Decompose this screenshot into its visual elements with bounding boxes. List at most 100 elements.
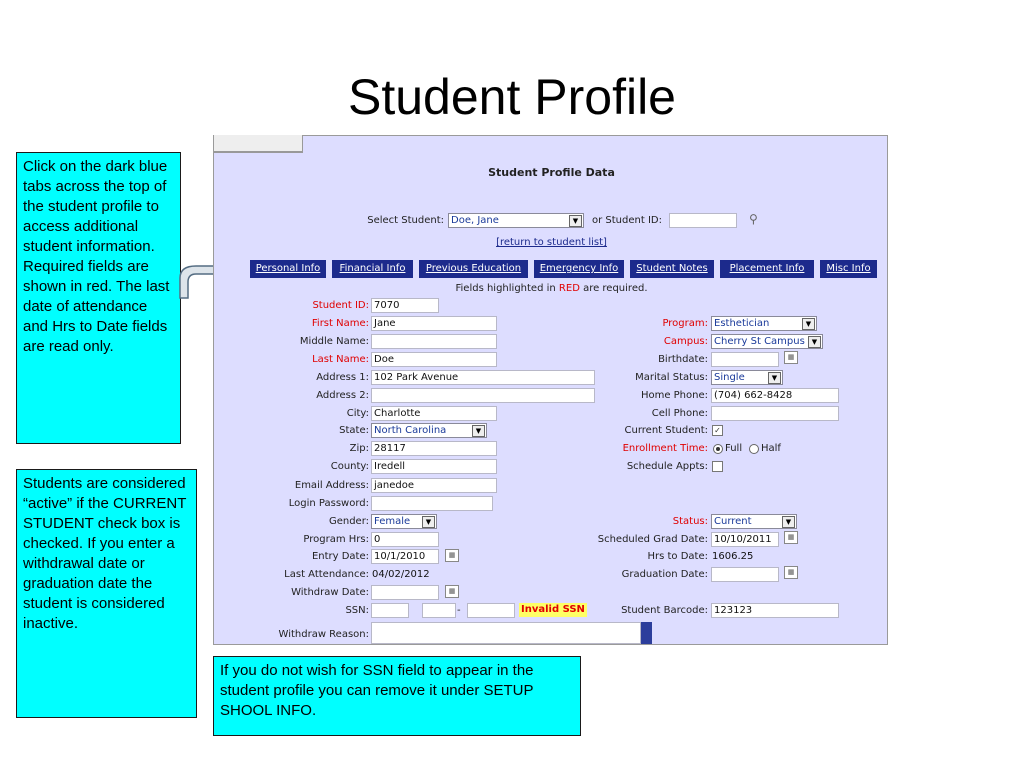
scheduled-grad-date-label: Scheduled Grad Date:	[597, 534, 708, 545]
home-phone-field[interactable]: (704) 662-8428	[711, 388, 839, 403]
callout-active-student: Students are considered “active” if the …	[16, 469, 197, 718]
calendar-icon[interactable]: ▦	[445, 549, 459, 562]
chevron-down-icon: ▼	[422, 516, 435, 528]
withdraw-date-field[interactable]	[371, 585, 439, 600]
student-id-search-label: or Student ID:	[592, 215, 662, 226]
marital-status-dropdown[interactable]: Single ▼	[711, 370, 783, 385]
scheduled-grad-date-field[interactable]: 10/10/2011	[711, 532, 779, 547]
tab-misc-info[interactable]: Misc Info	[820, 260, 877, 278]
address1-field[interactable]: 102 Park Avenue	[371, 370, 595, 385]
tab-placement-info[interactable]: Placement Info	[720, 260, 814, 278]
birthdate-label: Birthdate:	[658, 354, 708, 365]
panel-corner-tab	[214, 135, 303, 153]
hrs-to-date-value: 1606.25	[712, 551, 754, 562]
student-profile-panel: Student Profile Data Select Student: Doe…	[213, 135, 888, 645]
schedule-appts-checkbox[interactable]	[712, 461, 723, 472]
tab-financial-info[interactable]: Financial Info	[332, 260, 413, 278]
county-label: County:	[330, 461, 369, 472]
tab-student-notes[interactable]: Student Notes	[630, 260, 714, 278]
marital-status-label: Marital Status:	[635, 372, 708, 383]
chevron-down-icon: ▼	[782, 516, 795, 528]
withdraw-date-label: Withdraw Date:	[291, 587, 369, 598]
address1-label: Address 1:	[316, 372, 369, 383]
program-label: Program:	[662, 318, 708, 329]
zip-label: Zip:	[349, 443, 369, 454]
calendar-icon[interactable]: ▦	[784, 566, 798, 579]
program-value: Esthetician	[714, 318, 770, 329]
tab-personal-info[interactable]: Personal Info	[250, 260, 326, 278]
gender-dropdown[interactable]: Female ▼	[371, 514, 437, 529]
withdraw-reason-label: Withdraw Reason:	[278, 629, 369, 640]
entry-date-label: Entry Date:	[311, 551, 369, 562]
calendar-icon[interactable]: ▦	[784, 531, 798, 544]
callout-tabs-info: Click on the dark blue tabs across the t…	[16, 152, 181, 444]
student-barcode-label: Student Barcode:	[621, 605, 708, 616]
chevron-down-icon: ▼	[802, 318, 815, 330]
withdraw-reason-textarea[interactable]	[371, 622, 641, 644]
chevron-down-icon: ▼	[768, 372, 781, 384]
gender-value: Female	[374, 516, 411, 527]
city-field[interactable]: Charlotte	[371, 406, 497, 421]
chevron-down-icon: ▼	[808, 336, 821, 348]
calendar-icon[interactable]: ▦	[445, 585, 459, 598]
return-to-student-list-link[interactable]: [return to student list]	[496, 237, 607, 248]
graduation-date-field[interactable]	[711, 567, 779, 582]
county-field[interactable]: Iredell	[371, 459, 497, 474]
chevron-down-icon: ▼	[472, 425, 485, 437]
login-password-field[interactable]	[371, 496, 493, 511]
required-note-red: RED	[558, 283, 580, 294]
campus-dropdown[interactable]: Cherry St Campus ▼	[711, 334, 823, 349]
student-id-search-input[interactable]	[669, 213, 737, 228]
status-label: Status:	[672, 516, 708, 527]
status-dropdown[interactable]: Current ▼	[711, 514, 797, 529]
email-field[interactable]: janedoe	[371, 478, 497, 493]
email-label: Email Address:	[294, 480, 369, 491]
enrollment-full-label: Full	[725, 443, 743, 454]
program-dropdown[interactable]: Esthetician ▼	[711, 316, 817, 331]
calendar-icon[interactable]: ▦	[784, 351, 798, 364]
invalid-ssn-warning: Invalid SSN	[519, 603, 587, 617]
select-student-dropdown[interactable]: Doe, Jane ▼	[448, 213, 584, 228]
tab-emergency-info[interactable]: Emergency Info	[534, 260, 624, 278]
last-attendance-value: 04/02/2012	[372, 569, 430, 580]
student-barcode-field[interactable]: 123123	[711, 603, 839, 618]
first-name-field[interactable]: Jane	[371, 316, 497, 331]
ssn-label: SSN:	[345, 605, 369, 616]
first-name-label: First Name:	[311, 318, 369, 329]
middle-name-field[interactable]	[371, 334, 497, 349]
callout-ssn-setup: If you do not wish for SSN field to appe…	[213, 656, 581, 736]
enrollment-time-label: Enrollment Time:	[622, 443, 708, 454]
tab-previous-education[interactable]: Previous Education	[419, 260, 528, 278]
program-hrs-field[interactable]: 0	[371, 532, 439, 547]
hrs-to-date-label: Hrs to Date:	[647, 551, 708, 562]
ssn-field-part1[interactable]	[371, 603, 409, 618]
address2-field[interactable]	[371, 388, 595, 403]
program-hrs-label: Program Hrs:	[303, 534, 369, 545]
cell-phone-field[interactable]	[711, 406, 839, 421]
state-label: State:	[339, 425, 369, 436]
profile-heading: Student Profile Data	[488, 166, 615, 179]
required-fields-note: Fields highlighted in RED are required.	[214, 283, 889, 294]
city-label: City:	[346, 408, 369, 419]
state-value: North Carolina	[374, 425, 447, 436]
login-password-label: Login Password:	[288, 498, 369, 509]
search-icon[interactable]: ⚲	[749, 212, 758, 226]
current-student-label: Current Student:	[624, 425, 708, 436]
enrollment-half-label: Half	[761, 443, 781, 454]
enrollment-half-radio[interactable]	[749, 444, 759, 454]
current-student-checkbox[interactable]: ✓	[712, 425, 723, 436]
state-dropdown[interactable]: North Carolina ▼	[371, 423, 487, 438]
student-id-field[interactable]: 7070	[371, 298, 439, 313]
ssn-separator: -	[457, 605, 461, 616]
last-name-field[interactable]: Doe	[371, 352, 497, 367]
marital-status-value: Single	[714, 372, 745, 383]
scrollbar[interactable]	[641, 622, 652, 644]
entry-date-field[interactable]: 10/1/2010	[371, 549, 439, 564]
status-value: Current	[714, 516, 752, 527]
ssn-field-part3[interactable]	[467, 603, 515, 618]
ssn-field-part2[interactable]	[422, 603, 456, 618]
graduation-date-label: Graduation Date:	[621, 569, 708, 580]
enrollment-full-radio[interactable]	[713, 444, 723, 454]
zip-field[interactable]: 28117	[371, 441, 497, 456]
birthdate-field[interactable]	[711, 352, 779, 367]
